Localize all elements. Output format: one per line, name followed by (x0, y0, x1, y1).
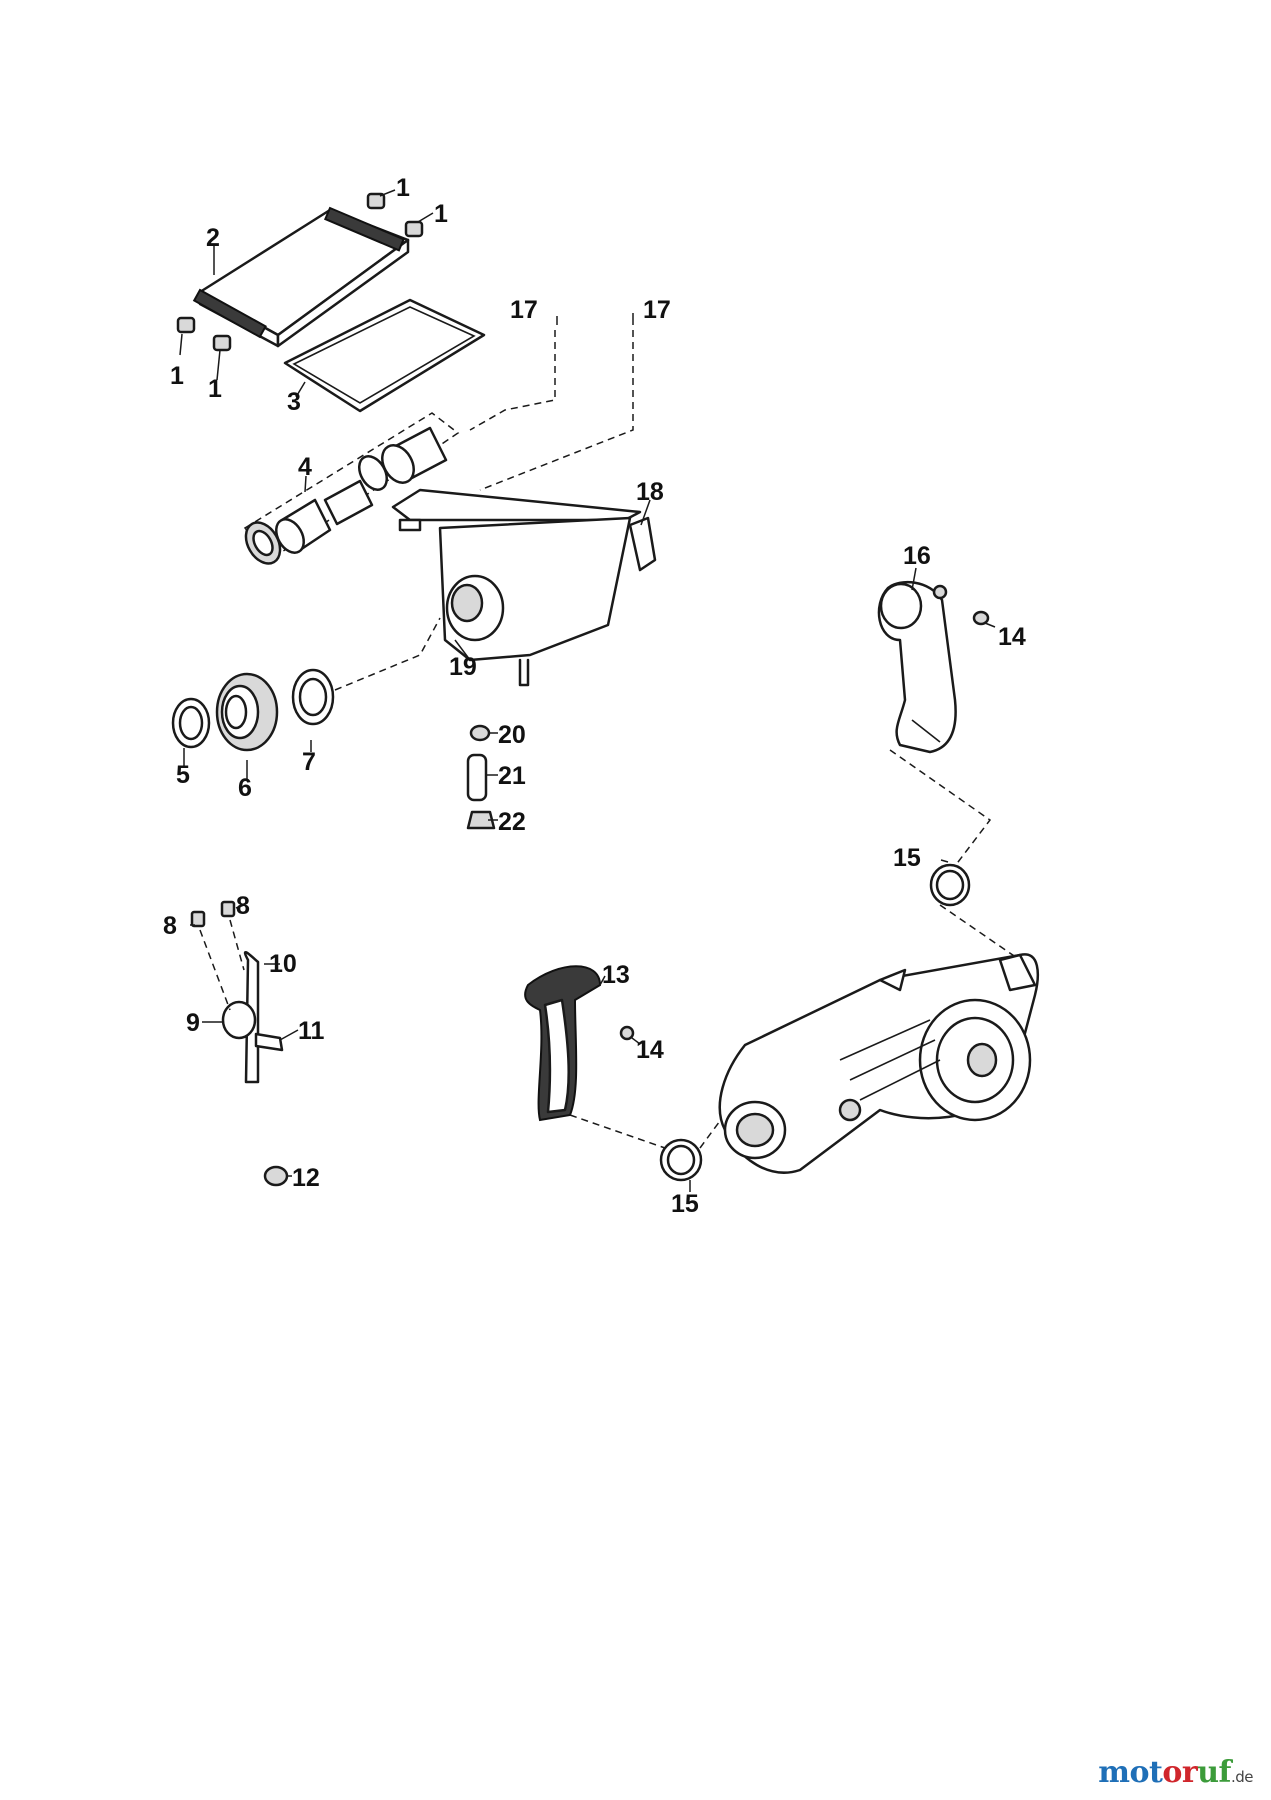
callout-label: 6 (238, 774, 252, 802)
duct-clamp-lower (569, 1109, 729, 1182)
callout-label: 15 (893, 844, 921, 872)
brand-logo: motoruf.de (1098, 1755, 1253, 1790)
brand-tld: .de (1230, 1768, 1254, 1786)
callout-label: 14 (636, 1036, 664, 1064)
nut-part (263, 1165, 289, 1187)
brand-part-red: or (1162, 1755, 1198, 1790)
callout-label: 13 (602, 961, 630, 989)
callout-label: 15 (671, 1190, 699, 1218)
callout-label: 21 (498, 762, 526, 790)
callout-label: 1 (208, 375, 222, 403)
callout-label: 11 (298, 1017, 325, 1045)
callout-label: 9 (186, 1009, 200, 1037)
callout-label: 8 (236, 892, 250, 920)
callout-label: 5 (176, 761, 190, 789)
callout-label: 3 (287, 388, 301, 416)
callout-label: 2 (206, 224, 220, 252)
filter-element (283, 298, 486, 413)
leader-lines (179, 189, 996, 1192)
callout-label: 22 (498, 808, 526, 836)
callout-label: 12 (292, 1164, 320, 1192)
air-filter-cover (192, 206, 410, 348)
callout-label: 19 (449, 653, 477, 681)
callout-label: 17 (510, 296, 538, 324)
callout-label: 7 (302, 748, 316, 776)
clip-parts (176, 192, 424, 352)
callout-label: 1 (170, 362, 184, 390)
brand-part-blue: mot (1098, 1755, 1163, 1790)
hose-set (243, 412, 460, 565)
callout-label: 4 (298, 453, 312, 481)
breather-hose (190, 900, 284, 1084)
callout-label: 1 (434, 200, 448, 228)
callout-label: 16 (903, 542, 931, 570)
brand-part-green: uf (1197, 1755, 1231, 1790)
callouts: 1 1 1 1 2 3 4 5 6 7 8 8 9 10 11 12 13 14… (163, 174, 1026, 1218)
intake-duct-lower (524, 965, 635, 1122)
intake-clamps (171, 617, 441, 752)
crankcase-cover (718, 953, 1040, 1174)
intake-duct-upper (877, 580, 990, 754)
callout-label: 17 (643, 296, 671, 324)
duct-clamp-upper (889, 749, 1021, 961)
callout-label: 18 (636, 478, 664, 506)
callout-label: 14 (998, 623, 1026, 651)
callout-label: 20 (498, 721, 526, 749)
drain-parts (466, 724, 496, 830)
callout-label: 8 (163, 912, 177, 940)
callout-label: 1 (396, 174, 410, 202)
callout-label: 10 (269, 950, 297, 978)
air-box-housing (391, 488, 657, 687)
